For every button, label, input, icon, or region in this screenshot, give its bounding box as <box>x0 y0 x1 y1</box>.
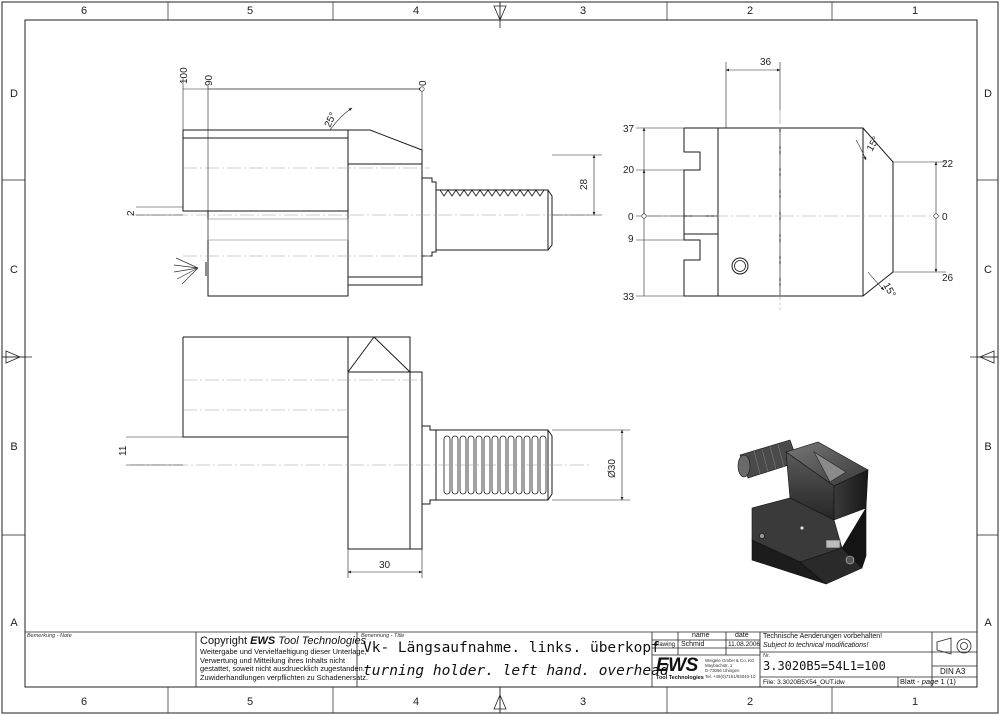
copyright-suffix: Tool Technologies <box>275 635 367 647</box>
copyright-line: Verwertung und Mitteilung ihres Inhalts … <box>200 655 346 665</box>
dim-15deg-bottom: 15° <box>880 281 897 300</box>
dim-20: 20 <box>623 165 635 176</box>
dim-28: 28 <box>579 178 590 190</box>
dim-37: 37 <box>623 124 635 135</box>
column-label: 1 <box>912 5 918 17</box>
notice-english: Subject to technical modifications! <box>763 642 869 649</box>
drawn-date: 11.08.2006 <box>728 641 761 648</box>
row-drawing: drawing <box>654 642 676 648</box>
column-label: 2 <box>747 5 753 17</box>
title-english: turning holder. left hand. overhead <box>363 663 669 679</box>
frame-labels: 6 5 4 3 2 1 6 5 4 3 2 1 D C B A D C B A <box>10 5 992 708</box>
sheet-label: Blatt - <box>900 677 922 686</box>
number-caption: Nr. <box>763 653 771 659</box>
dim-0: 0 <box>418 80 429 86</box>
row-label: A <box>984 617 992 629</box>
column-label: 1 <box>912 696 918 708</box>
copyright-heading: Copyright EWS Tool Technologies <box>200 635 366 647</box>
row-label: D <box>10 88 18 100</box>
dim-25deg: 25° <box>323 111 339 129</box>
row-label: B <box>984 441 991 453</box>
sheet-counter: Blatt - page 1 (1) <box>900 677 956 686</box>
ews-logo-subtitle: Tool Technologies <box>656 675 704 681</box>
sheet-page-label: page <box>921 677 939 686</box>
column-label: 5 <box>247 696 253 708</box>
column-label: 3 <box>580 696 586 708</box>
copyright-line: Weitergabe und Vervielfaeltigung dieser … <box>200 647 367 656</box>
dim-2: 2 <box>126 210 137 216</box>
file-name: File: 3.3020B5X54_OUT.idw <box>763 679 845 686</box>
row-label: D <box>984 88 992 100</box>
dim-dia30: Ø30 <box>607 459 618 478</box>
note-caption: Bemerkung - Note <box>27 633 72 639</box>
column-label: 5 <box>247 5 253 17</box>
dim-36: 36 <box>760 57 772 68</box>
title-caption: Benennung - Title <box>361 633 405 639</box>
row-label: C <box>984 264 992 276</box>
dim-0-right: 0 <box>942 212 948 223</box>
front-view <box>130 78 602 297</box>
dim-100: 100 <box>179 67 190 84</box>
top-view-dimension-labels: 11 Ø30 30 <box>118 445 618 571</box>
dim-22: 22 <box>942 159 954 170</box>
dim-15deg-top: 15° <box>865 135 882 154</box>
side-view-dimension-labels: 36 37 20 0 9 33 15° 22 0 26 15° <box>623 57 954 303</box>
column-label: 3 <box>580 5 586 17</box>
top-view <box>126 336 630 578</box>
address-line: Maybachstr. 1 <box>705 663 733 669</box>
side-view <box>636 62 946 310</box>
copyright-line: gestattet, soweit nicht ausdruecklich zu… <box>200 664 365 674</box>
column-label: 2 <box>747 696 753 708</box>
paper-format: DIN A3 <box>940 667 966 676</box>
dim-33: 33 <box>623 292 635 303</box>
copyright-prefix: Copyright <box>200 635 251 647</box>
dim-30: 30 <box>379 560 391 571</box>
address-line: Tel. +49(0)7161/93040-10 <box>705 673 756 679</box>
copyright-brand: EWS <box>250 635 276 647</box>
row-label: C <box>10 264 18 276</box>
column-label: 4 <box>413 696 419 708</box>
row-label: B <box>10 441 17 453</box>
column-label: 4 <box>413 5 419 17</box>
company-address: Weigele GmbH & Co. KG Maybachstr. 1 D-73… <box>705 658 755 679</box>
part-number: 3.3020B5=54L1=100 <box>763 659 886 673</box>
dim-9: 9 <box>628 234 634 245</box>
title-german: Vk- Längsaufnahme. links. überkopf <box>363 640 660 656</box>
column-label: 6 <box>81 696 87 708</box>
column-name: name <box>692 632 710 639</box>
dim-0-left: 0 <box>628 212 634 223</box>
copyright-line: Zuwiderhandlungen verpflichten zu Schade… <box>200 672 369 682</box>
sheet-number: 1 (1) <box>940 677 956 686</box>
dim-26: 26 <box>942 273 954 284</box>
column-date: date <box>735 632 749 639</box>
isometric-view <box>737 439 869 585</box>
drawn-by: Schmid <box>681 641 705 648</box>
row-label: A <box>10 617 18 629</box>
address-line: Weigele GmbH & Co. KG <box>705 658 755 663</box>
dim-90: 90 <box>204 74 215 86</box>
ews-logo: EWS <box>656 655 698 676</box>
address-line: D-73066 Uhingen <box>705 668 740 674</box>
column-label: 6 <box>81 5 87 17</box>
title-block-grid <box>25 631 977 687</box>
copyright-notice: Weitergabe und Vervielfaeltigung dieser … <box>200 647 369 682</box>
dim-11: 11 <box>118 445 129 456</box>
notice-german: Technische Aenderungen vorbehalten! <box>763 633 883 640</box>
